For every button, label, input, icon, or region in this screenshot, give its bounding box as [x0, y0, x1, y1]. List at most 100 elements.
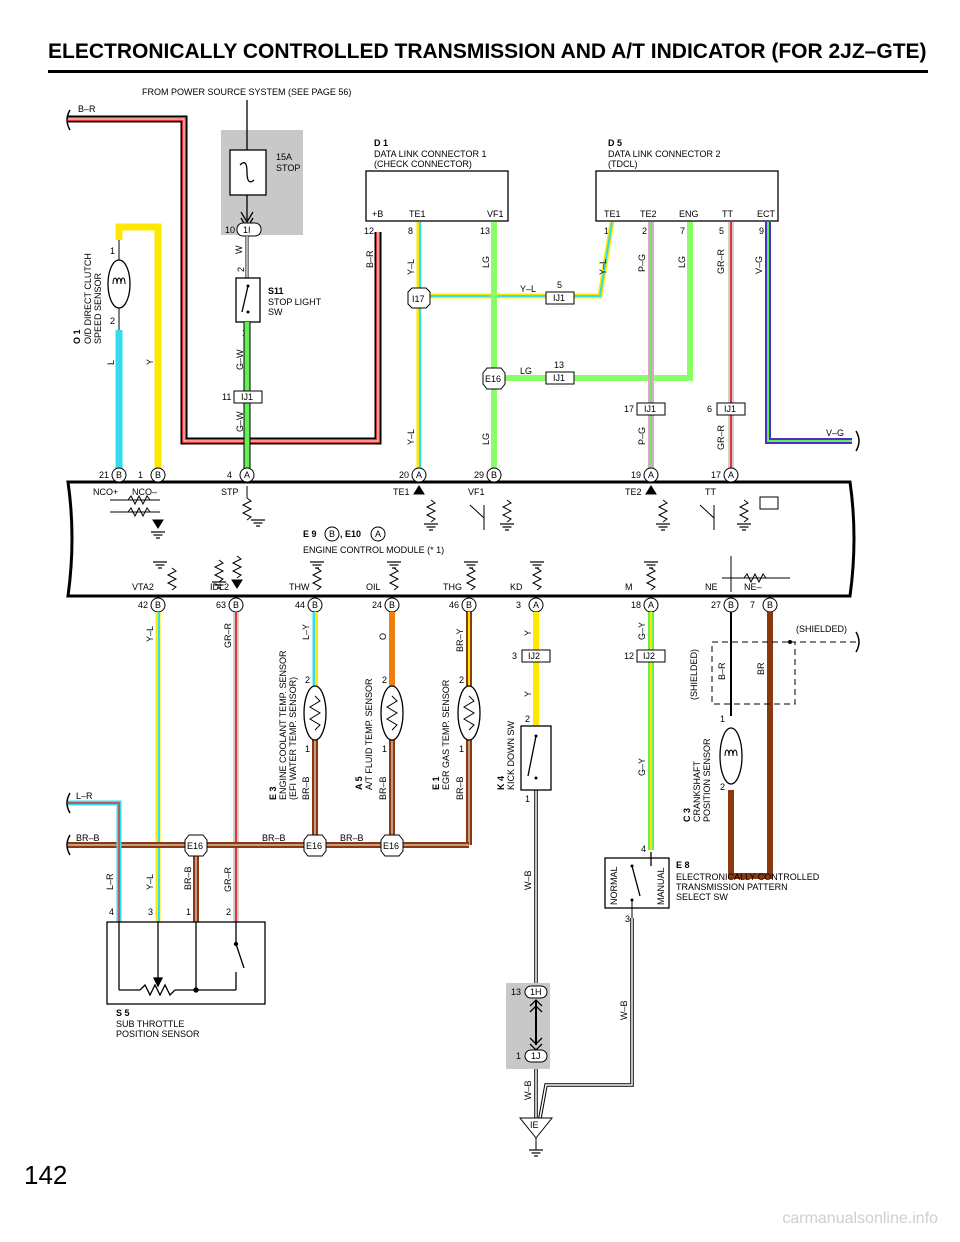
bottom-wiring: [68, 612, 773, 1119]
pattern-select-switch: [604, 852, 670, 918]
wire-lr-label-1: L–R: [76, 791, 93, 801]
e8-pin-4: 4: [641, 844, 646, 854]
d5-num-9: 9: [759, 226, 764, 236]
ecm-top-pin-6: [723, 467, 739, 483]
wire-br-label: B–R: [78, 104, 96, 114]
wire-te1-y-l: [416, 221, 615, 476]
ecm-top-conn-3: A: [416, 470, 422, 480]
junction-ij1-5-label: IJ1: [553, 293, 565, 303]
ecm-top-pins: B21NCO+B1NCO–A4STPA20TE1B29VF1A19TE2A17T…: [93, 467, 739, 497]
ecm-bottom-pins: B42VTA2B63IDL2B44THWB24OILB46THGA3KDA18M…: [132, 582, 778, 613]
page-title: ELECTRONICALLY CONTROLLED TRANSMISSION A…: [48, 40, 928, 73]
ecm-bottom-conn-8: B: [767, 600, 773, 610]
ecm-top-pin-2: [239, 467, 255, 483]
ecm-top-label-3: TE1: [393, 487, 410, 497]
junction-ij1-17: [636, 402, 666, 416]
wire-l-label: L: [106, 360, 116, 365]
egr-gas-temp-sensor: [457, 685, 481, 741]
e8-manual-label: MANUAL: [656, 867, 666, 905]
o1-name-1: O/D DIRECT CLUTCH: [83, 253, 93, 344]
d1-num-12: 12: [364, 226, 374, 236]
c3-pin-2: 2: [720, 782, 725, 792]
wire-y-label-2: Y: [523, 630, 533, 636]
wire-lg-label-4: LG: [520, 366, 532, 376]
ecm-conn-a: A: [375, 529, 381, 539]
fluid-temp-sensor: [380, 685, 404, 741]
o1-name-2: SPEED SENSOR: [93, 272, 103, 344]
d5-num-7: 7: [680, 226, 685, 236]
d5-num-1: 1: [604, 226, 609, 236]
junction-e16-1: [184, 834, 208, 857]
ecm-bottom-label-2: THW: [289, 582, 310, 592]
ecm-name: ENGINE CONTROL MODULE (* 1): [303, 545, 444, 555]
d5-pin-te1: TE1: [604, 209, 621, 219]
d1-pin-te1: TE1: [409, 209, 426, 219]
wire-wb-label-1: W–B: [523, 870, 533, 890]
o1-pin-1: 1: [110, 246, 115, 256]
e8-name-3: SELECT SW: [676, 892, 728, 902]
wire-pg-label-1: P–G: [637, 254, 647, 272]
ecm-top-conn-1: B: [155, 470, 161, 480]
ecm-bottom-label-7: NE: [705, 582, 718, 592]
wire-brb-label-7: BR–B: [183, 866, 193, 890]
junction-i17-label: I17: [412, 294, 425, 304]
junction-ij1-5-num: 5: [557, 280, 562, 290]
a5-pin-2: 2: [382, 675, 387, 685]
junction-e16-top-label: E16: [485, 374, 501, 384]
junction-ij1-17-label: IJ1: [644, 404, 656, 414]
ecm-top-num-3: 20: [399, 470, 409, 480]
crankshaft-sensor: [719, 727, 743, 785]
wire-yl-label-4: Y–L: [520, 284, 536, 294]
wire-bry-label: BR–Y: [455, 628, 465, 652]
junction-1h-label: 1H: [530, 987, 542, 997]
wire-grr-label-1: GR–R: [716, 248, 726, 274]
d5-name-1: DATA LINK CONNECTOR 2: [608, 149, 721, 159]
s11-name-2: SW: [268, 307, 283, 317]
junction-ij1-5: [545, 291, 575, 305]
junction-1j: [524, 1049, 548, 1063]
junction-ij2-3-num: 3: [512, 651, 517, 661]
wire-vf1-lg: [491, 222, 693, 476]
ecm-top-label-6: TT: [705, 487, 716, 497]
coolant-temp-sensor: [303, 685, 327, 741]
wire-grr-label-3: GR–R: [223, 622, 233, 648]
junction-ij1-6: [716, 402, 746, 416]
k4-pin-2: 2: [525, 714, 530, 724]
ecm-bottom-num-3: 24: [372, 600, 382, 610]
wire-br-label-3: B–R: [717, 662, 727, 680]
ecm-top-label-2: STP: [221, 487, 239, 497]
ecm-bottom-conn-0: B: [155, 600, 161, 610]
wire-w-label: W: [234, 245, 244, 254]
shielded-label-1: (SHIELDED): [796, 624, 847, 634]
junction-e16-1-label: E16: [187, 841, 203, 851]
s5-pin-2: 2: [226, 907, 231, 917]
junction-1h: [524, 985, 548, 999]
d1-name-2: (CHECK CONNECTOR): [374, 159, 472, 169]
junction-1j-num: 1: [516, 1051, 521, 1061]
ecm-label-e9: E 9: [303, 529, 317, 539]
d1-num-8: 8: [408, 226, 413, 236]
junction-1i: [236, 222, 262, 237]
junction-ij1-13-num: 13: [554, 360, 564, 370]
e8-name-2: TRANSMISSION PATTERN: [676, 882, 788, 892]
e3-name-1: ENGINE COOLANT TEMP. SENSOR: [278, 650, 288, 800]
ecm-top-num-0: 21: [99, 470, 109, 480]
wire-br-label-2: B–R: [365, 250, 375, 268]
fuse-amperage: 15A: [276, 152, 292, 162]
d5-num-5: 5: [719, 226, 724, 236]
wire-brb-label-5: BR–B: [262, 833, 286, 843]
e8-pin-3: 3: [625, 914, 630, 924]
e3-pin-2: 2: [305, 675, 310, 685]
junction-ij1-6-label: IJ1: [724, 404, 736, 414]
shielded-label-2: (SHIELDED): [689, 649, 699, 700]
e8-name-1: ELECTRONICALLY CONTROLLED: [676, 872, 820, 882]
wire-gy-label-1: G–Y: [637, 622, 647, 640]
d5-pin-tt: TT: [722, 209, 733, 219]
e8-normal-label: NORMAL: [609, 866, 619, 905]
junction-ij1-6-num: 6: [707, 404, 712, 414]
ecm-bottom-conn-6: A: [648, 600, 654, 610]
d1-num-13: 13: [480, 226, 490, 236]
ecm-top-conn-2: A: [244, 470, 250, 480]
ecm-bottom-num-2: 44: [295, 600, 305, 610]
